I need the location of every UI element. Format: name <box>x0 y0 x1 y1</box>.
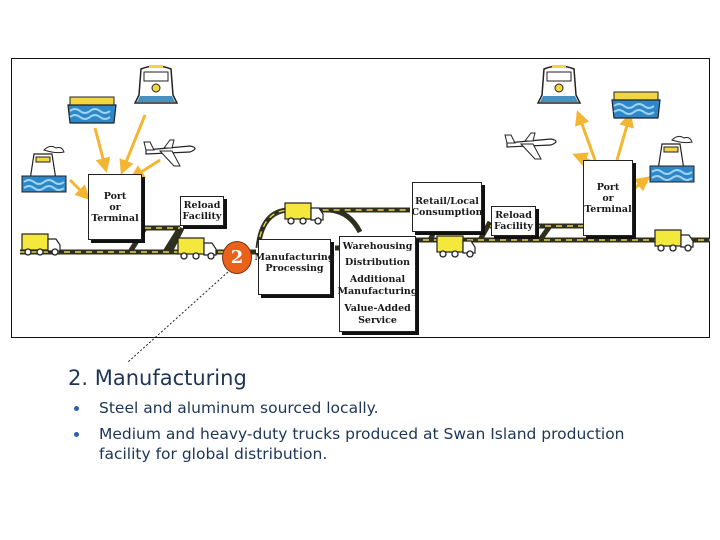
train-icon <box>537 64 581 104</box>
node-label: Reload <box>495 210 532 221</box>
node-label: or <box>109 201 121 213</box>
node-label: Consumption <box>411 207 483 218</box>
node-manufacturing: Manufacturing Processing <box>255 239 335 295</box>
node-label: Manufacturing <box>254 252 335 263</box>
node-label: Facility <box>182 211 222 222</box>
bullet-item: Medium and heavy-duty trucks produced at… <box>70 424 670 464</box>
bullet-text: Medium and heavy-duty trucks produced at… <box>99 425 625 463</box>
node-label: Terminal <box>91 212 139 224</box>
node-reload-right: Reload Facility <box>491 206 536 236</box>
airplane-icon <box>504 132 557 160</box>
node-label: Processing <box>265 263 324 274</box>
callout-leader-line <box>127 271 229 363</box>
node-label: Value-Added <box>344 302 411 314</box>
callout-badge: 2 <box>222 241 252 274</box>
bullet-dot-icon <box>74 406 79 411</box>
node-label: or <box>602 192 614 204</box>
truck-icon <box>654 229 694 252</box>
node-port-right: Port or Terminal <box>583 160 633 236</box>
node-label: Manufacturing <box>337 286 418 297</box>
node-label: Terminal <box>584 203 632 215</box>
node-label: Distribution <box>345 257 410 268</box>
bullet-item: Steel and aluminum sourced locally. <box>70 398 670 418</box>
node-port-left: Port or Terminal <box>88 174 142 240</box>
node-retail: Retail/Local Consumption <box>411 182 483 232</box>
node-reload-left: Reload Facility <box>180 196 224 226</box>
node-warehousing: Warehousing Distribution Additional Manu… <box>337 236 418 332</box>
ship-icon <box>649 135 695 183</box>
truck-icon <box>177 237 217 260</box>
truck-icon <box>284 202 324 225</box>
airplane-icon <box>143 139 196 167</box>
barge-icon <box>611 91 661 119</box>
bullet-list: Steel and aluminum sourced locally. Medi… <box>70 398 670 470</box>
node-label: Reload <box>183 200 221 211</box>
node-label: Service <box>358 315 397 326</box>
barge-icon <box>67 96 117 124</box>
train-icon <box>134 64 178 104</box>
bullet-text: Steel and aluminum sourced locally. <box>99 399 379 417</box>
node-label: Port <box>103 190 127 202</box>
node-label: Additional <box>349 273 406 285</box>
node-label: Port <box>596 181 620 193</box>
node-label: Warehousing <box>342 240 413 252</box>
truck-icon <box>21 233 61 256</box>
ship-icon <box>21 145 67 193</box>
transport-arrows <box>68 110 651 201</box>
node-label: Retail/Local <box>415 196 479 207</box>
bullet-dot-icon <box>74 432 79 437</box>
section-heading: 2. Manufacturing <box>68 366 247 390</box>
node-label: Facility <box>494 221 533 232</box>
